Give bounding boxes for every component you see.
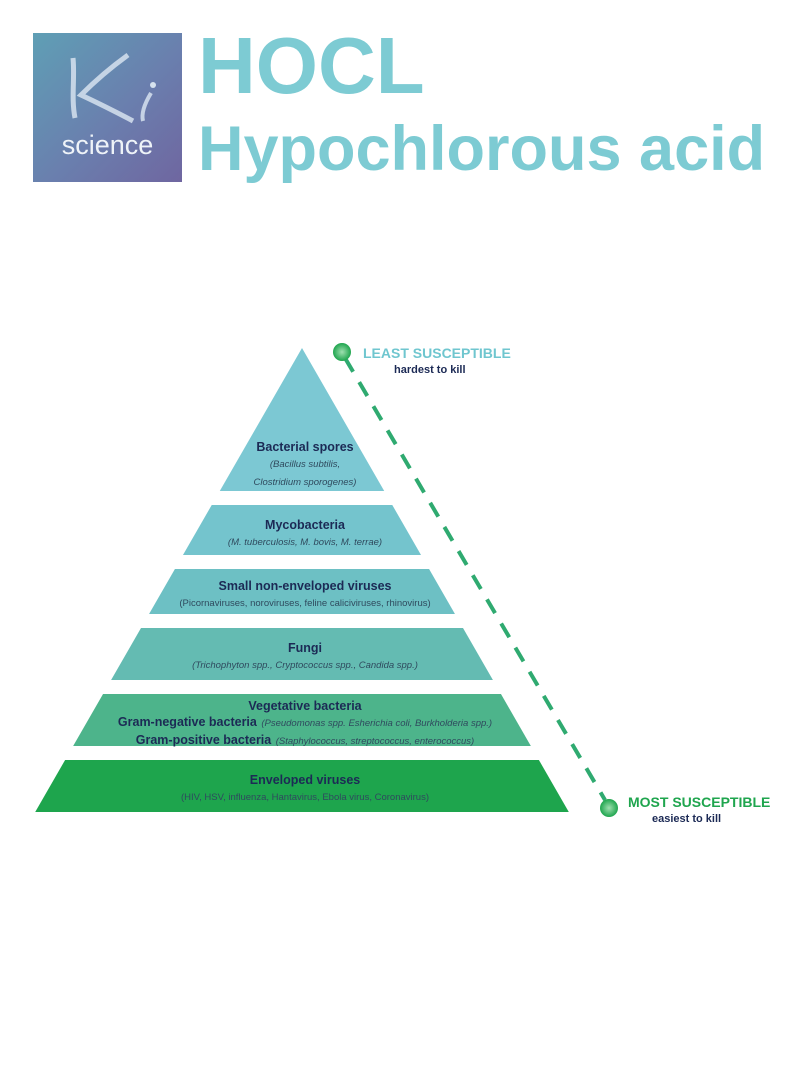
susceptibility-dashed-line xyxy=(343,356,607,802)
least-susceptible-dot xyxy=(333,343,351,361)
page-subtitle: Hypochlorous acid xyxy=(198,114,766,184)
most-susceptible-dot xyxy=(600,799,618,817)
tier-fungi: Fungi(Trichophyton spp., Cryptococcus sp… xyxy=(192,641,418,671)
tier-bacterial-spores: Bacterial spores(Bacillus subtilis,Clost… xyxy=(253,440,357,488)
tier-small-non-enveloped-viruses: Small non-enveloped viruses(Picornavirus… xyxy=(179,579,431,609)
ki-logo-mark-icon xyxy=(70,52,156,124)
ki-science-logo: science xyxy=(33,33,182,182)
tier-enveloped-viruses: Enveloped viruses(HIV, HSV, influenza, H… xyxy=(181,773,429,803)
most-susceptible-label: MOST SUSCEPTIBLE easiest to kill xyxy=(628,794,771,825)
tier-vegetative-bacteria: Vegetative bacteria Gram-negative bacter… xyxy=(117,699,493,747)
page-title: HOCL xyxy=(198,21,425,110)
logo-text: science xyxy=(61,130,154,160)
pyramid-tier-1 xyxy=(219,348,385,491)
least-susceptible-label: LEAST SUSCEPTIBLE hardest to kill xyxy=(363,345,511,376)
pyramid-tier-6 xyxy=(35,760,569,812)
pyramid-tier-4 xyxy=(111,628,493,680)
pyramid-tier-2 xyxy=(182,505,422,555)
pyramid-tier-3 xyxy=(149,569,455,614)
pyramid-tier-5 xyxy=(73,694,531,746)
tier-mycobacteria: Mycobacteria(M. tuberculosis, M. bovis, … xyxy=(227,518,383,548)
